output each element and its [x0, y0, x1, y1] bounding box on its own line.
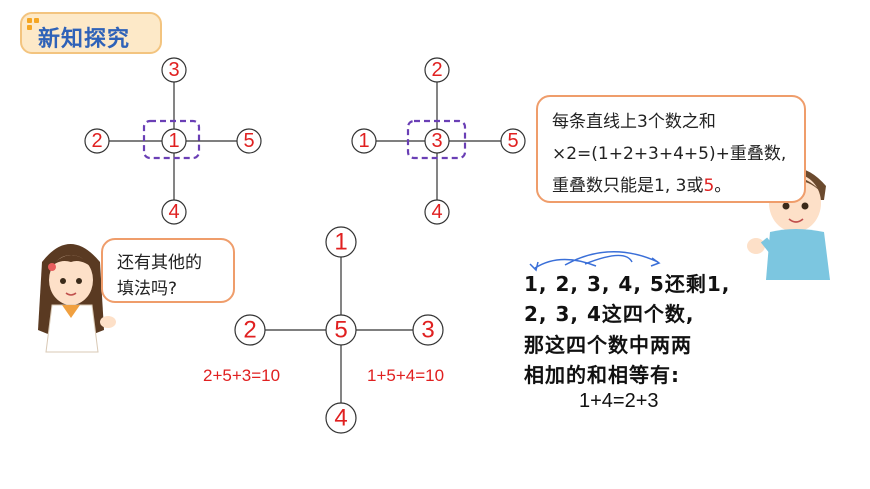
girl-character-icon: [38, 244, 116, 353]
girl-bubble-line-1: 还有其他的: [117, 253, 202, 273]
section-header: 新知探究: [20, 12, 162, 54]
equation-horizontal: 2+5+3=10: [203, 366, 281, 385]
fig2-bottom-number: 4: [431, 201, 442, 223]
section-title: 新知探究: [38, 27, 131, 52]
explanation-line-4: 相加的和相等有:: [524, 363, 680, 387]
girl-bubble-line-2: 填法吗?: [117, 279, 178, 299]
fig1-left-number: 2: [91, 130, 102, 152]
fig3-top-number: 1: [334, 229, 347, 256]
explanation-line-2: 2, 3, 4这四个数,: [524, 302, 695, 326]
overlap-box: [406, 119, 467, 160]
figure-2: 2 1 3 5 4: [351, 57, 526, 225]
figure-1: 3 2 1 5 4: [84, 57, 262, 225]
bubble-line-3: 重叠数只能是1, 3或5。: [552, 171, 731, 196]
fig3-left-number: 2: [243, 317, 256, 344]
bubble-line-3-highlight: 5: [703, 176, 715, 196]
fig2-right-number: 5: [507, 130, 518, 152]
fig1-right-number: 5: [243, 130, 254, 152]
fig1-top-number: 3: [168, 59, 179, 81]
bubble-line-3-suffix: 。: [714, 176, 732, 196]
fig2-left-number: 1: [358, 130, 369, 152]
bubble-line-3-prefix: 重叠数只能是1, 3或: [552, 176, 704, 196]
equation-vertical: 1+5+4=10: [367, 366, 445, 385]
fig3-bottom-number: 4: [334, 405, 347, 432]
bubble-line-1: 每条直线上3个数之和: [552, 112, 716, 132]
header-dots-icon: [27, 18, 43, 30]
girl-speech-bubble: 还有其他的 填法吗?: [101, 238, 235, 303]
overlap-box: [142, 119, 201, 160]
bubble-line-2: ×2=(1+2+3+4+5)+重叠数,: [552, 144, 787, 164]
figure-3: 1 2 5 3 4: [234, 226, 444, 434]
boy-speech-bubble: 每条直线上3个数之和 ×2=(1+2+3+4+5)+重叠数, 重叠数只能是1, …: [536, 95, 806, 203]
fig3-right-number: 3: [421, 317, 434, 344]
explanation-line-3: 那这四个数中两两: [524, 333, 692, 357]
fig2-center-number: 3: [431, 130, 442, 152]
fig3-center-number: 5: [334, 317, 347, 344]
pairing-arcs: [529, 250, 661, 272]
explanation-line-1: 1, 2, 3, 4, 5还剩1,: [524, 272, 731, 296]
fig1-center-number: 1: [168, 130, 179, 152]
result-equation: 1+4=2+3: [579, 390, 659, 412]
fig1-bottom-number: 4: [168, 201, 179, 223]
fig2-top-number: 2: [431, 59, 442, 81]
